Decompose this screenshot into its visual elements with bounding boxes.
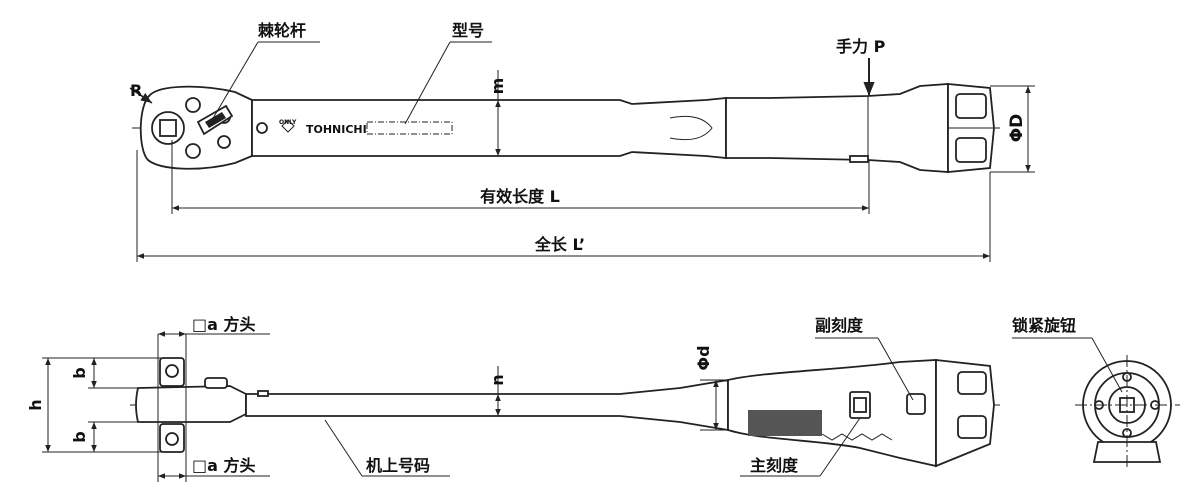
logo-brand-text: TOHNICHI [306, 123, 367, 136]
lock-knob-leader [1091, 337, 1123, 393]
label-hand-force: 手力 P [836, 37, 886, 56]
label-main-scale: 主刻度 [750, 456, 799, 475]
label-model: 型号 [452, 21, 484, 40]
sub-scale-ring [906, 393, 926, 415]
top-lock-knob [947, 83, 995, 173]
label-square-drive-top: □a 方头 [192, 315, 256, 334]
label-ratchet-lever: 棘轮杆 [258, 21, 306, 40]
sub-scale-leader [877, 337, 914, 401]
label-effective-length: 有效长度 L [480, 187, 560, 206]
logo-only-text: ONLY [279, 119, 297, 126]
label-lock-knob: 锁紧旋钮 [1012, 316, 1076, 335]
model-plate [366, 121, 453, 135]
top-handle [725, 83, 949, 173]
serial-number-leader [324, 419, 363, 477]
label-serial-number: 机上号码 [366, 456, 430, 475]
label-sub-scale: 副刻度 [815, 316, 864, 335]
grip-ribs [748, 410, 893, 441]
side-lock-knob [935, 358, 995, 468]
label-square-drive-bottom: □a 方头 [192, 456, 256, 475]
label-h: h [26, 399, 45, 410]
top-view: ONLY TOHNICHI R 棘轮杆 型号 m 手力 [129, 21, 1035, 262]
side-view: □a 方头 □a 方头 h b b n Φd 副刻度 锁紧旋钮 机上号码 [26, 315, 1180, 482]
shaft-hole [256, 122, 268, 134]
label-phi-d: Φd [694, 345, 713, 370]
ratchet-lever-leader [211, 41, 259, 121]
label-b-top: b [70, 367, 89, 378]
label-radius: R [130, 81, 142, 100]
model-leader [404, 41, 451, 125]
label-b-bottom: b [70, 431, 89, 442]
tohnichi-logo: ONLY TOHNICHI [279, 119, 367, 136]
ratchet-head [139, 85, 253, 170]
side-shaft [245, 378, 729, 432]
label-n: n [488, 374, 507, 385]
main-scale-leader [819, 417, 861, 477]
side-ratchet-head [135, 357, 247, 453]
end-view [1075, 355, 1180, 470]
label-phi-D: ΦD [1007, 114, 1027, 143]
square-drive [159, 119, 177, 137]
label-total-length: 全长 L’ [534, 235, 585, 254]
label-m: m [488, 78, 507, 95]
